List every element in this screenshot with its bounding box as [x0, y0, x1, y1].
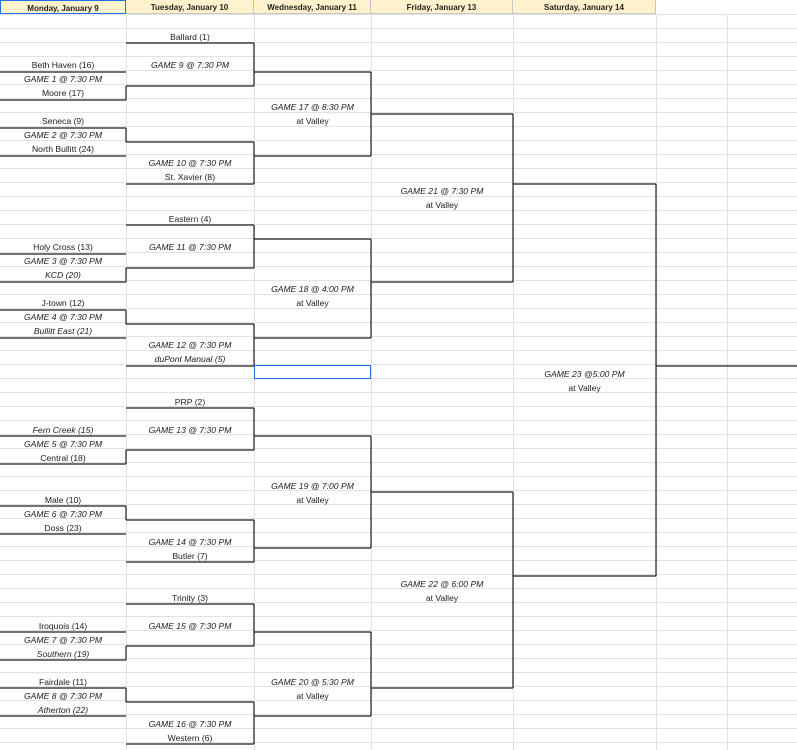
- header-saturday[interactable]: Saturday, January 14: [513, 0, 656, 14]
- game-11-label[interactable]: GAME 11 @ 7:30 PM: [148, 242, 232, 252]
- team-prp[interactable]: PRP (2): [174, 397, 206, 407]
- team-southern[interactable]: Southern (19): [36, 649, 90, 659]
- game-4-label[interactable]: GAME 4 @ 7:30 PM: [24, 312, 102, 322]
- game-5-label[interactable]: GAME 5 @ 7:30 PM: [24, 439, 102, 449]
- game-18-label[interactable]: GAME 18 @ 4:00 PM: [271, 284, 354, 294]
- game-20-label[interactable]: GAME 20 @ 5:30 PM: [271, 677, 354, 687]
- game-19-label[interactable]: GAME 19 @ 7:00 PM: [271, 481, 354, 491]
- header-monday[interactable]: Monday, January 9: [0, 0, 126, 14]
- game-7-label[interactable]: GAME 7 @ 7:30 PM: [24, 635, 102, 645]
- team-male[interactable]: Male (10): [44, 495, 82, 505]
- game-16-label[interactable]: GAME 16 @ 7:30 PM: [148, 719, 232, 729]
- team-dupont-manual[interactable]: duPont Manual (5): [154, 354, 226, 364]
- team-iroquois[interactable]: Iroquois (14): [38, 621, 88, 631]
- team-st-xavier[interactable]: St. Xavier (8): [164, 172, 216, 182]
- game-17-label[interactable]: GAME 17 @ 8:30 PM: [271, 102, 354, 112]
- game-23-label[interactable]: GAME 23 @5:00 PM: [544, 369, 625, 379]
- team-seneca[interactable]: Seneca (9): [41, 116, 85, 126]
- header-tuesday[interactable]: Tuesday, January 10: [126, 0, 254, 14]
- team-doss[interactable]: Doss (23): [44, 523, 82, 533]
- game-14-label[interactable]: GAME 14 @ 7:30 PM: [148, 537, 232, 547]
- game-10-label[interactable]: GAME 10 @ 7:30 PM: [148, 158, 232, 168]
- team-holy-cross[interactable]: Holy Cross (13): [33, 242, 93, 252]
- game-22-label[interactable]: GAME 22 @ 6:00 PM: [400, 579, 484, 589]
- game-19-site[interactable]: at Valley: [296, 495, 329, 505]
- team-central[interactable]: Central (18): [40, 453, 86, 463]
- game-8-label[interactable]: GAME 8 @ 7:30 PM: [24, 691, 102, 701]
- team-j-town[interactable]: J-town (12): [41, 298, 85, 308]
- team-beth-haven[interactable]: Beth Haven (16): [31, 60, 95, 70]
- game-13-label[interactable]: GAME 13 @ 7:30 PM: [148, 425, 232, 435]
- game-20-site[interactable]: at Valley: [296, 691, 329, 701]
- team-fairdale[interactable]: Fairdale (11): [38, 677, 88, 687]
- game-22-site[interactable]: at Valley: [425, 593, 459, 603]
- game-3-label[interactable]: GAME 3 @ 7:30 PM: [24, 256, 102, 266]
- game-6-label[interactable]: GAME 6 @ 7:30 PM: [24, 509, 102, 519]
- team-north-bullitt[interactable]: North Bullitt (24): [31, 144, 95, 154]
- selected-cell[interactable]: [254, 365, 371, 379]
- team-kcd[interactable]: KCD (20): [45, 270, 81, 280]
- header-friday[interactable]: Friday, January 13: [371, 0, 513, 14]
- game-21-site[interactable]: at Valley: [425, 200, 459, 210]
- header-wednesday[interactable]: Wednesday, January 11: [254, 0, 371, 14]
- game-21-label[interactable]: GAME 21 @ 7:30 PM: [400, 186, 484, 196]
- team-butler[interactable]: Butler (7): [172, 551, 208, 561]
- team-moore[interactable]: Moore (17): [41, 88, 85, 98]
- team-atherton[interactable]: Atherton (22): [37, 705, 89, 715]
- game-17-site[interactable]: at Valley: [296, 116, 329, 126]
- game-18-site[interactable]: at Valley: [296, 298, 329, 308]
- game-1-label[interactable]: GAME 1 @ 7:30 PM: [24, 74, 102, 84]
- game-15-label[interactable]: GAME 15 @ 7:30 PM: [148, 621, 232, 631]
- team-trinity[interactable]: Trinity (3): [172, 593, 208, 603]
- game-9-label[interactable]: GAME 9 @ 7:30 PM: [151, 60, 229, 70]
- team-ballard[interactable]: Ballard (1): [170, 32, 210, 42]
- team-western[interactable]: Western (6): [167, 733, 213, 743]
- team-fern-creek[interactable]: Fern Creek (15): [32, 425, 94, 435]
- game-12-label[interactable]: GAME 12 @ 7:30 PM: [148, 340, 232, 350]
- team-eastern[interactable]: Eastern (4): [168, 214, 212, 224]
- team-bullitt-east[interactable]: Bullitt East (21): [33, 326, 93, 336]
- game-2-label[interactable]: GAME 2 @ 7:30 PM: [24, 130, 102, 140]
- game-23-site[interactable]: at Valley: [568, 383, 601, 393]
